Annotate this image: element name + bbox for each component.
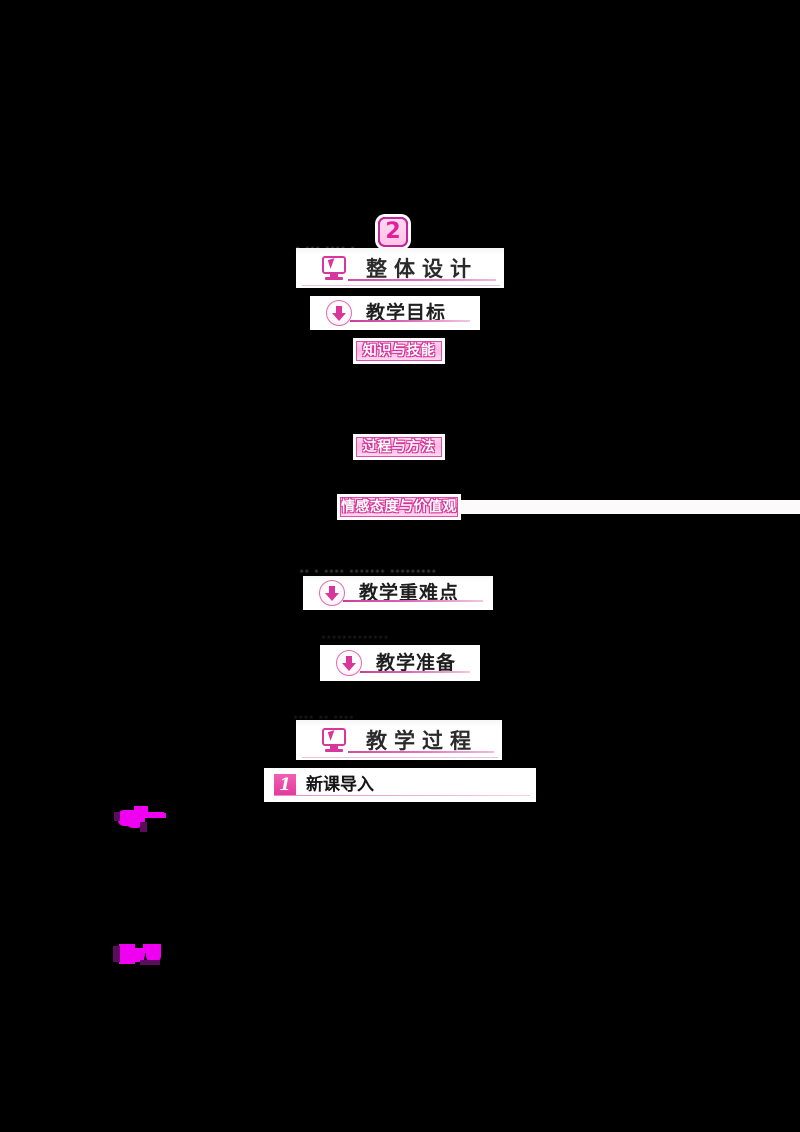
process-step-title: 新课导入 bbox=[306, 774, 374, 795]
section-overall-design: 整体设计 bbox=[296, 248, 504, 288]
objective-pill-label: 知识与技能 bbox=[362, 343, 436, 359]
ghost-mark-process: ▪▪▪▪ ▪▪ ▪▪▪▪ bbox=[294, 712, 355, 722]
download-arrow-icon bbox=[326, 300, 352, 326]
objective-pill-label: 过程与方法 bbox=[362, 439, 436, 455]
section-teaching-process-row: 教学过程 bbox=[296, 720, 502, 760]
decorative-strip bbox=[444, 500, 800, 514]
section-rule-secondary bbox=[302, 757, 498, 758]
section-teaching-preparation: 教学准备 bbox=[320, 645, 480, 681]
section-key-difficult-points: 教学重难点 bbox=[303, 576, 493, 610]
objective-pill-label: 情感态度与价值观 bbox=[341, 499, 457, 515]
objective-pill-process-methods: 过程与方法 bbox=[356, 437, 442, 457]
monitor-cursor-icon bbox=[322, 728, 348, 752]
section-key-difficult-points-row: 教学重难点 bbox=[303, 576, 493, 610]
section-rule bbox=[274, 794, 530, 796]
section-key-difficult-points-title: 教学重难点 bbox=[359, 581, 460, 604]
section-overall-design-title: 整体设计 bbox=[366, 255, 478, 281]
section-teaching-objectives-row: 教学目标 bbox=[310, 296, 480, 330]
download-arrow-icon bbox=[336, 650, 362, 676]
step-number-badge: 1 bbox=[274, 774, 296, 796]
objective-pill-knowledge-skills: 知识与技能 bbox=[356, 341, 442, 361]
section-teaching-objectives-title: 教学目标 bbox=[366, 301, 447, 324]
section-rule bbox=[343, 600, 483, 602]
section-teaching-preparation-title: 教学准备 bbox=[376, 651, 457, 674]
section-teaching-process: 教学过程 bbox=[296, 720, 502, 760]
section-rule bbox=[350, 320, 470, 322]
process-step-row: 1 新课导入 bbox=[264, 768, 536, 802]
section-overall-design-row: 整体设计 bbox=[296, 248, 504, 288]
section-rule-secondary bbox=[302, 285, 500, 286]
section-number-badge-value: 2 bbox=[385, 219, 401, 244]
step-number-badge-value: 1 bbox=[279, 774, 291, 795]
ghost-mark-preparation: ▪▪▪▪▪▪▪▪▪▪▪▪▪ bbox=[322, 632, 390, 642]
process-step-new-lesson-intro: 1 新课导入 bbox=[264, 768, 536, 802]
section-rule bbox=[348, 279, 496, 281]
section-number-badge: 2 bbox=[378, 217, 408, 247]
section-rule bbox=[360, 671, 470, 673]
objective-pill-emotion-attitude-values: 情感态度与价值观 bbox=[340, 497, 458, 517]
section-rule bbox=[348, 751, 494, 753]
download-arrow-icon bbox=[319, 580, 345, 606]
section-teaching-preparation-row: 教学准备 bbox=[320, 645, 480, 681]
ghost-mark-key-points: ▪▪ ▪ ▪▪▪▪ ▪▪▪▪▪▪▪ ▪▪▪▪▪▪▪▪▪ bbox=[300, 566, 438, 576]
monitor-cursor-icon bbox=[322, 256, 348, 280]
section-teaching-process-title: 教学过程 bbox=[366, 727, 478, 753]
section-teaching-objectives: 教学目标 bbox=[310, 296, 480, 330]
